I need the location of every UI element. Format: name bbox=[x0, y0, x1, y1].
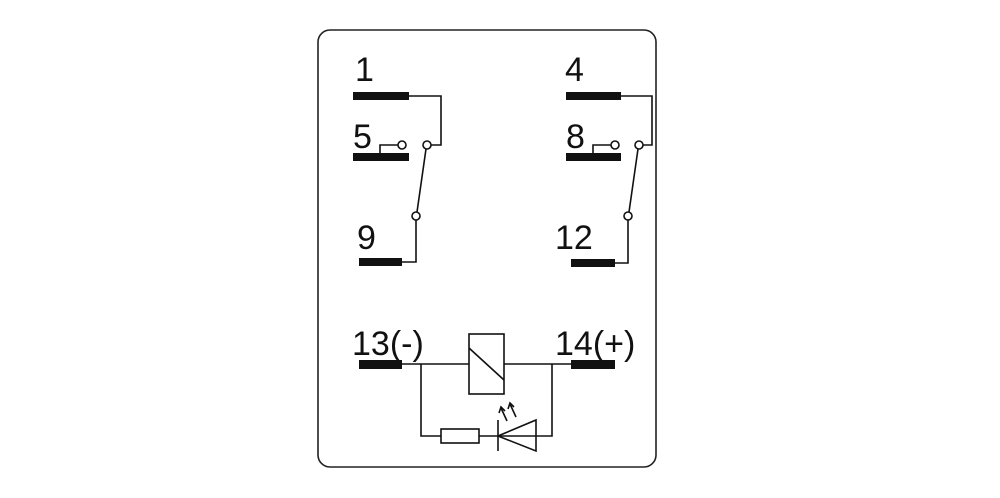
switch-arm bbox=[416, 148, 427, 213]
wire bbox=[536, 364, 553, 437]
contact-set-left: 1 5 9 bbox=[353, 51, 442, 266]
pin-9 bbox=[359, 258, 402, 266]
pin-label-4: 4 bbox=[565, 51, 584, 89]
common-contact bbox=[623, 211, 633, 221]
switch-arm bbox=[628, 148, 639, 213]
pin-label-1: 1 bbox=[355, 51, 374, 89]
pin-5 bbox=[353, 153, 409, 161]
wire bbox=[592, 144, 611, 153]
pin-label-8: 8 bbox=[566, 118, 585, 156]
pin-label-9: 9 bbox=[357, 219, 376, 257]
wire bbox=[420, 364, 441, 437]
contact-set-right: 4 8 12 bbox=[555, 51, 653, 267]
no-contact bbox=[422, 140, 432, 150]
relay-outline bbox=[317, 29, 657, 468]
pin-8 bbox=[566, 153, 621, 161]
wire bbox=[409, 95, 442, 146]
wire bbox=[402, 220, 417, 263]
resistor bbox=[440, 428, 480, 444]
nc-contact bbox=[610, 140, 620, 150]
pin-4 bbox=[566, 92, 621, 100]
pin-1 bbox=[353, 92, 409, 100]
coil-diagonal bbox=[468, 347, 505, 381]
pin-label-13: 13(-) bbox=[352, 325, 424, 363]
wire bbox=[615, 220, 629, 264]
no-contact bbox=[634, 140, 644, 150]
pin-label-5: 5 bbox=[353, 118, 372, 156]
nc-contact bbox=[397, 140, 407, 150]
wire bbox=[621, 95, 653, 146]
pin-12 bbox=[571, 259, 615, 267]
coil bbox=[468, 333, 505, 395]
pin-label-14: 14(+) bbox=[555, 325, 635, 363]
wire bbox=[379, 144, 398, 153]
pin-13 bbox=[359, 360, 402, 369]
light-emission-icon bbox=[498, 401, 517, 422]
pin-14 bbox=[571, 360, 615, 369]
pin-label-12: 12 bbox=[555, 219, 593, 257]
common-contact bbox=[411, 211, 421, 221]
coil-section: 13(-) 14(+) bbox=[352, 325, 635, 453]
